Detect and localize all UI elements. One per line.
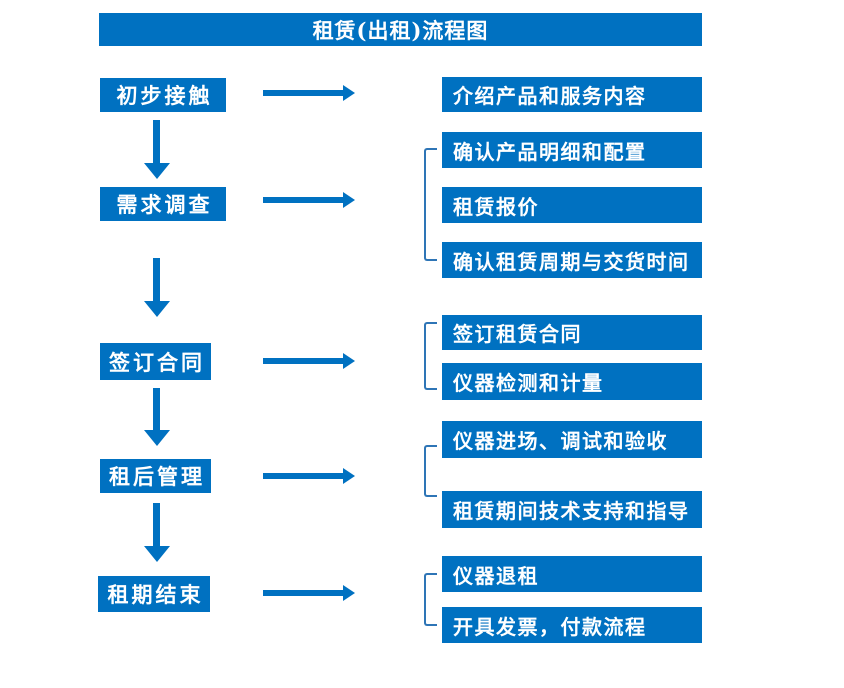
right-arrow <box>263 468 355 484</box>
detail-box: 仪器检测和计量 <box>442 363 702 400</box>
detail-box: 签订租赁合同 <box>442 315 702 350</box>
arrow-head <box>144 301 170 317</box>
group-bracket <box>424 148 437 261</box>
arrow-shaft <box>263 90 344 96</box>
arrow-head <box>343 85 355 101</box>
step-initial-contact: 初步接触 <box>100 78 226 112</box>
arrow-shaft <box>153 388 160 431</box>
arrow-head <box>343 468 355 484</box>
right-arrow <box>263 192 355 208</box>
down-arrow <box>144 388 170 446</box>
down-arrow <box>144 120 170 179</box>
detail-box: 确认产品明细和配置 <box>442 132 702 168</box>
arrow-head <box>343 353 355 369</box>
detail-box: 租赁报价 <box>442 187 702 223</box>
detail-box: 仪器进场、调试和验收 <box>442 421 702 458</box>
detail-box: 介绍产品和服务内容 <box>442 77 702 112</box>
arrow-shaft <box>153 120 160 164</box>
step-demand-survey: 需求调查 <box>100 187 226 221</box>
arrow-shaft <box>263 590 344 596</box>
step-sign-contract: 签订合同 <box>100 343 211 380</box>
detail-box: 租赁期间技术支持和指导 <box>442 491 702 528</box>
arrow-shaft <box>263 197 344 203</box>
arrow-shaft <box>153 258 160 302</box>
detail-box: 仪器退租 <box>442 556 702 592</box>
group-bracket <box>424 573 437 626</box>
group-bracket <box>424 322 437 390</box>
arrow-shaft <box>263 358 344 364</box>
right-arrow <box>263 353 355 369</box>
down-arrow <box>144 258 170 317</box>
arrow-head <box>343 192 355 208</box>
arrow-head <box>144 546 170 562</box>
detail-box: 开具发票，付款流程 <box>442 607 702 643</box>
detail-box: 确认租赁周期与交货时间 <box>442 242 702 278</box>
arrow-shaft <box>153 503 160 547</box>
down-arrow <box>144 503 170 562</box>
right-arrow <box>263 85 355 101</box>
page-title: 租赁(出租)流程图 <box>99 13 702 46</box>
step-post-rental-management: 租后管理 <box>100 459 211 493</box>
arrow-head <box>144 163 170 179</box>
arrow-head <box>144 430 170 446</box>
group-bracket <box>424 445 437 497</box>
step-rental-end: 租期结束 <box>98 576 210 612</box>
right-arrow <box>263 585 355 601</box>
arrow-head <box>343 585 355 601</box>
arrow-shaft <box>263 473 344 479</box>
